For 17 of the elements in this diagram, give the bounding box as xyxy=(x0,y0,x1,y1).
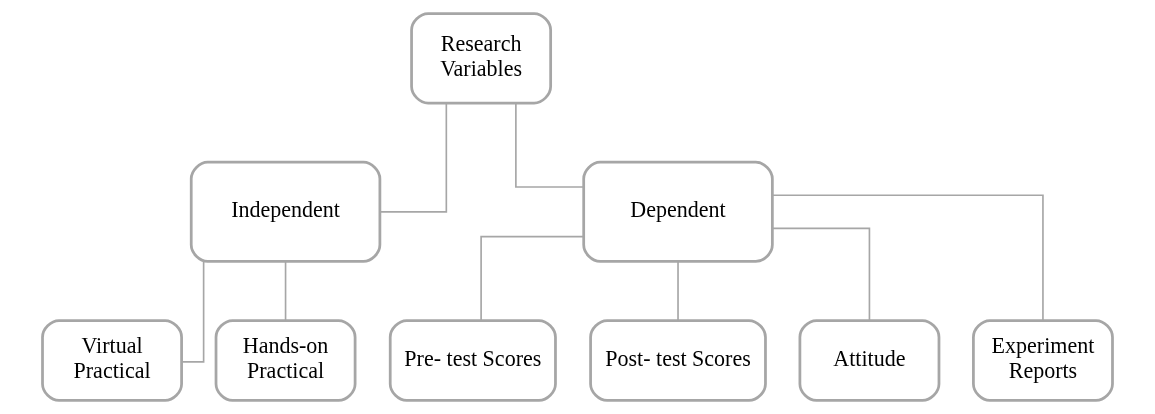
connector xyxy=(379,102,448,213)
node-box: Hands-on Practical xyxy=(214,319,357,402)
node-box: Dependent xyxy=(582,160,774,263)
connector xyxy=(677,260,679,322)
connector xyxy=(771,194,1044,322)
node-box: Experiment Reports xyxy=(972,319,1114,402)
connector xyxy=(771,227,871,322)
connector xyxy=(181,261,205,363)
node-box: Pre- test Scores xyxy=(388,319,557,402)
node-box: Attitude xyxy=(798,319,941,402)
connector xyxy=(480,235,585,321)
node-box: Virtual Practical xyxy=(41,319,183,402)
node-box: Independent xyxy=(189,160,382,263)
connector xyxy=(515,102,585,188)
node-box: Research Variables xyxy=(410,12,553,105)
node-box: Post- test Scores xyxy=(589,319,767,402)
connector xyxy=(284,260,287,322)
